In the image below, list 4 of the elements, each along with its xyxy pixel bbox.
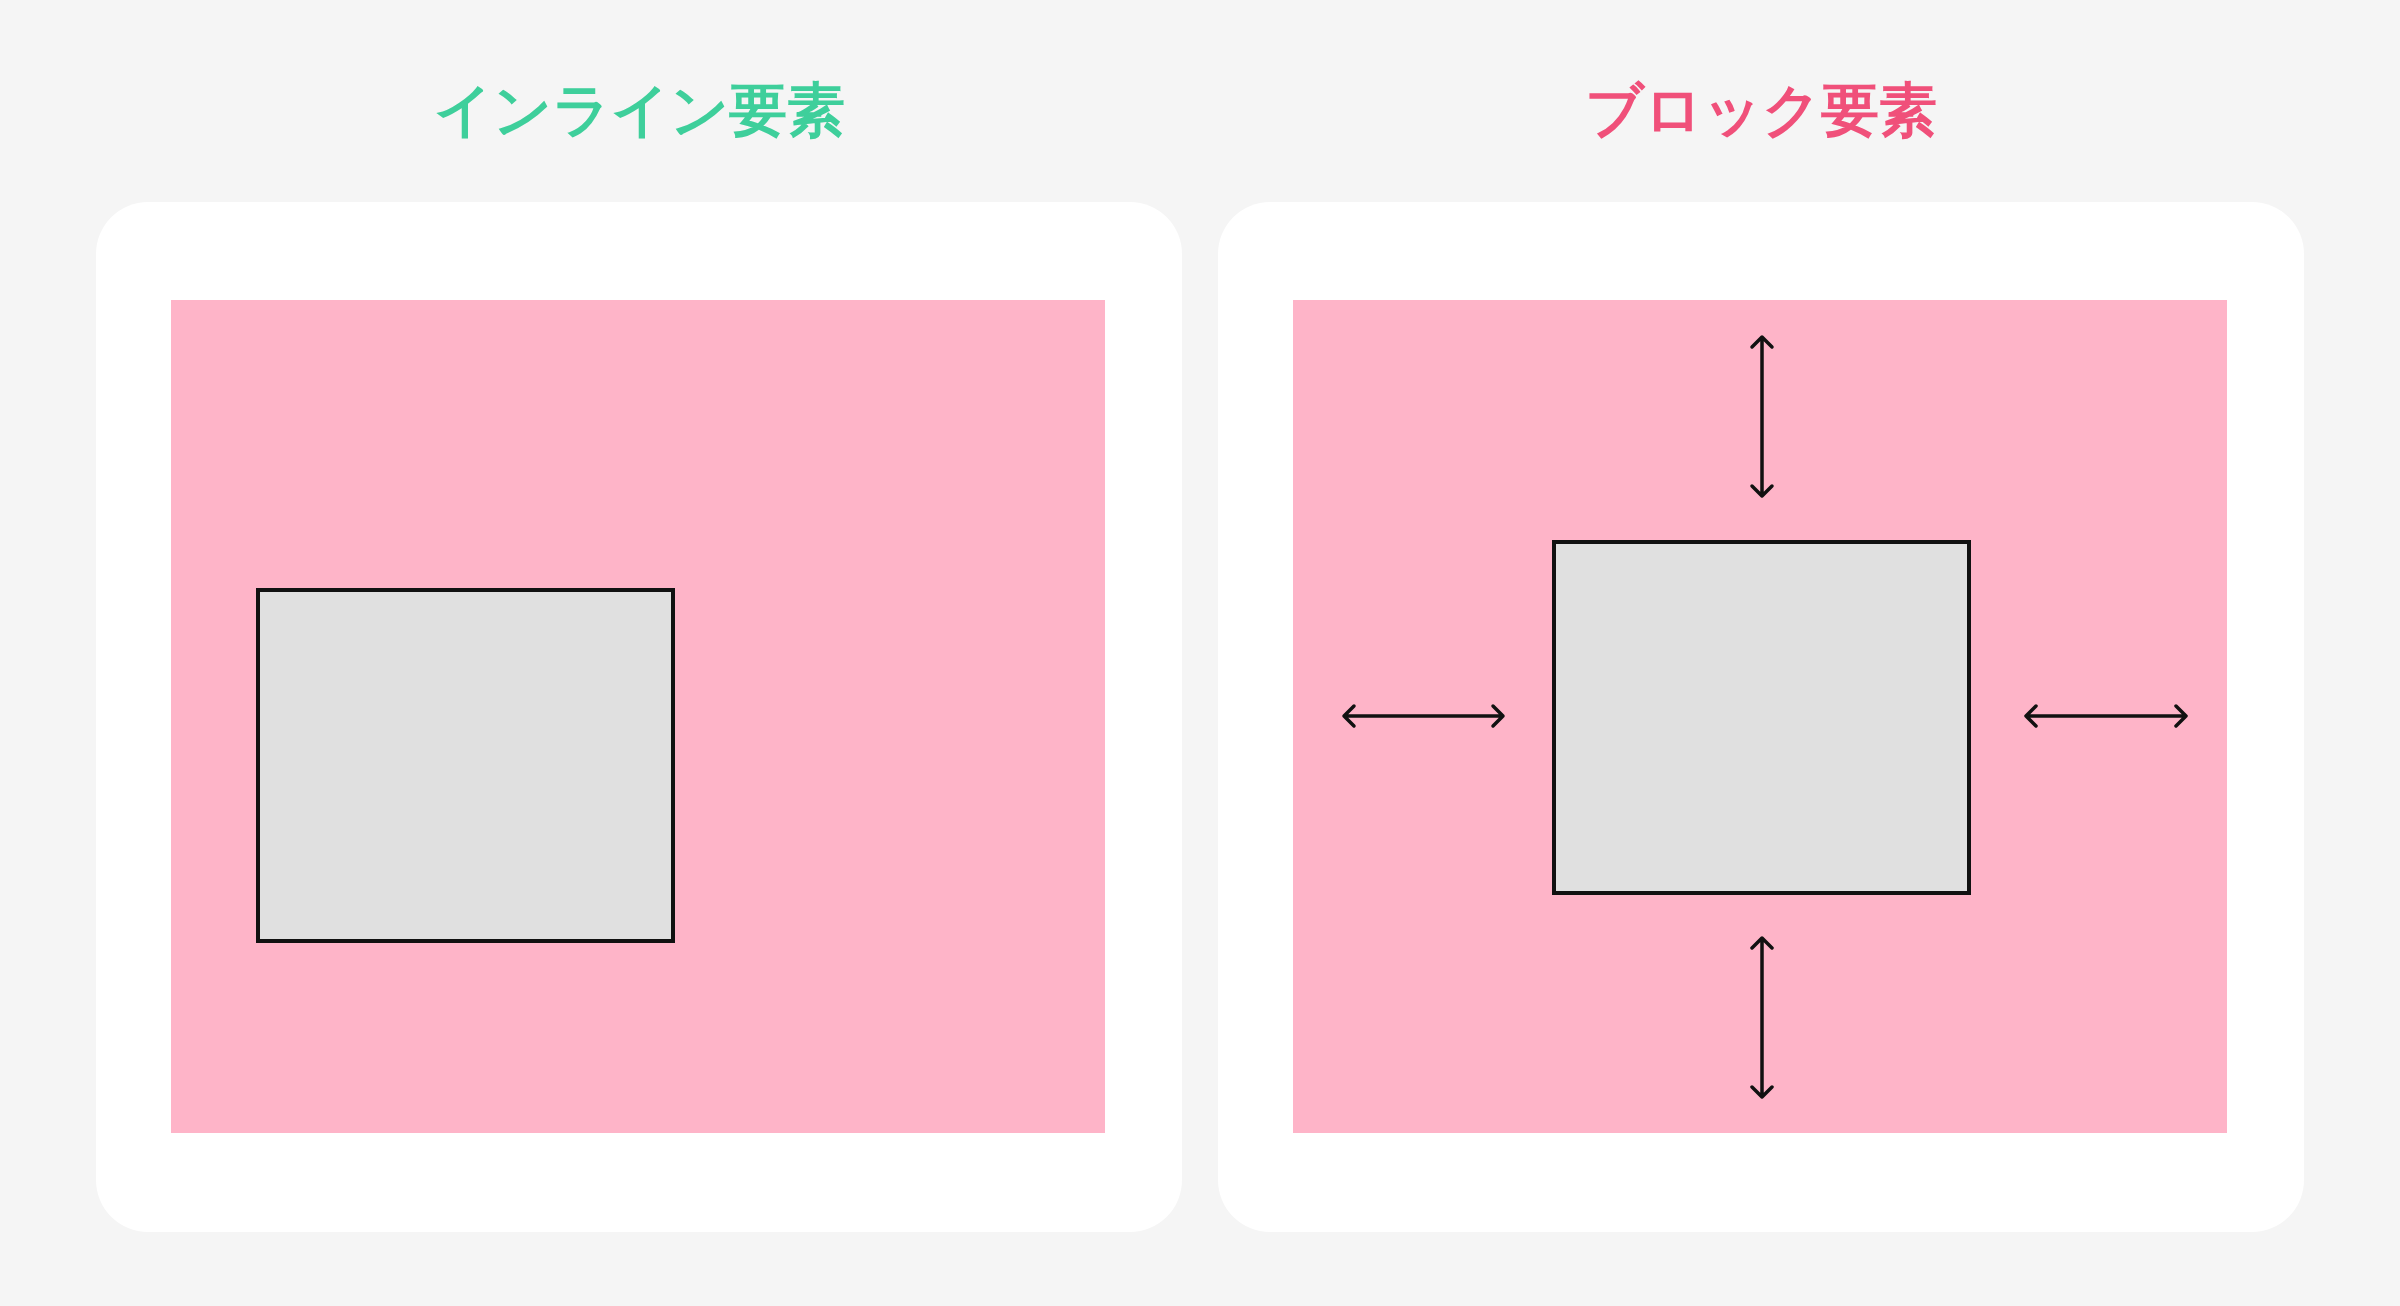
element-box — [1552, 540, 1971, 895]
element-box — [256, 588, 675, 943]
section-heading: インライン要素 — [432, 75, 846, 146]
section-heading: ブロック要素 — [1584, 75, 1938, 146]
